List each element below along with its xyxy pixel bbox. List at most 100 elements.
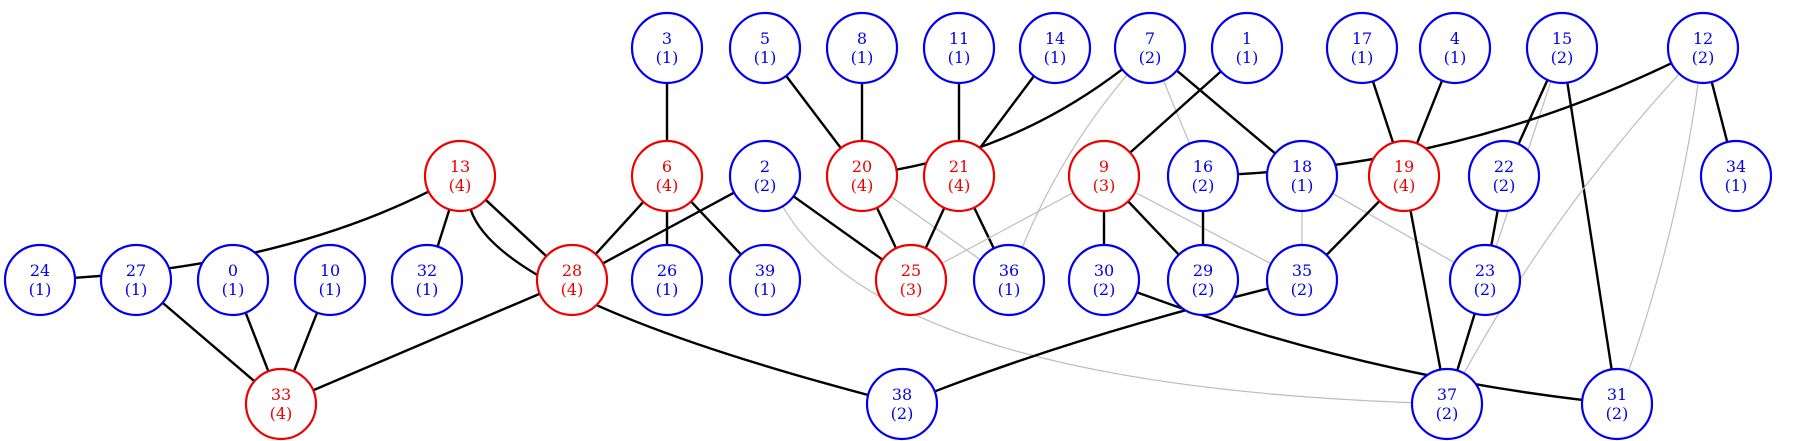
node-17-circle xyxy=(1325,11,1399,85)
node-12-weight-label: (2) xyxy=(1692,48,1715,67)
edge-2-37 xyxy=(782,205,1413,404)
node-20-circle xyxy=(825,139,899,213)
edge-21-25 xyxy=(924,207,946,249)
edge-22-23 xyxy=(1490,210,1499,246)
node-20: 20(4) xyxy=(825,139,899,213)
node-15-circle xyxy=(1525,11,1599,85)
node-32-circle xyxy=(390,243,464,317)
node-14-id-label: 14 xyxy=(1045,29,1065,48)
edge-20-25 xyxy=(875,207,898,249)
node-34: 34(1) xyxy=(1699,139,1773,213)
node-18-weight-label: (1) xyxy=(1291,176,1314,195)
node-24-weight-label: (1) xyxy=(29,280,52,299)
node-0-circle xyxy=(196,243,270,317)
edge-5-20 xyxy=(785,75,842,149)
node-7-weight-label: (2) xyxy=(1139,48,1162,67)
node-21-id-label: 21 xyxy=(949,157,969,176)
node-38-circle xyxy=(865,367,939,441)
node-26-circle xyxy=(630,243,704,317)
node-2-weight-label: (2) xyxy=(754,176,777,195)
node-9: 9(3) xyxy=(1067,139,1141,213)
node-3: 3(1) xyxy=(630,11,704,85)
node-0: 0(1) xyxy=(196,243,270,317)
edge-6-39 xyxy=(690,200,742,256)
node-28-id-label: 28 xyxy=(562,261,582,280)
node-39-circle xyxy=(728,243,802,317)
node-25-circle xyxy=(874,243,948,317)
node-36: 36(1) xyxy=(972,243,1046,317)
node-20-id-label: 20 xyxy=(852,157,872,176)
edge-6-28 xyxy=(594,201,645,255)
edge-14-21 xyxy=(979,75,1035,149)
node-13: 13(4) xyxy=(423,139,497,213)
node-31-weight-label: (2) xyxy=(1606,404,1629,423)
node-37-id-label: 37 xyxy=(1437,385,1457,404)
node-26-weight-label: (1) xyxy=(656,280,679,299)
node-1-circle xyxy=(1210,11,1284,85)
node-37: 37(2) xyxy=(1410,367,1484,441)
node-7: 7(2) xyxy=(1113,11,1187,85)
node-19-id-label: 19 xyxy=(1394,157,1414,176)
node-21-weight-label: (4) xyxy=(948,176,971,195)
node-30: 30(2) xyxy=(1067,243,1141,317)
node-2-id-label: 2 xyxy=(760,157,770,176)
node-8-id-label: 8 xyxy=(857,29,867,48)
node-19: 19(4) xyxy=(1367,139,1441,213)
node-35-weight-label: (2) xyxy=(1291,280,1314,299)
node-15-weight-label: (2) xyxy=(1551,48,1574,67)
node-17-id-label: 17 xyxy=(1352,29,1372,48)
node-28-circle xyxy=(535,243,609,317)
node-18: 18(1) xyxy=(1265,139,1339,213)
node-4: 4(1) xyxy=(1418,11,1492,85)
node-18-id-label: 18 xyxy=(1292,157,1312,176)
node-1-weight-label: (1) xyxy=(1236,48,1259,67)
node-37-circle xyxy=(1410,367,1484,441)
node-9-weight-label: (3) xyxy=(1093,176,1116,195)
node-11-id-label: 11 xyxy=(949,29,969,48)
node-10-weight-label: (1) xyxy=(319,280,342,299)
node-7-id-label: 7 xyxy=(1145,29,1155,48)
node-19-circle xyxy=(1367,139,1441,213)
node-6-circle xyxy=(630,139,704,213)
node-38-id-label: 38 xyxy=(892,385,912,404)
node-33-circle xyxy=(244,367,318,441)
node-22-weight-label: (2) xyxy=(1493,176,1516,195)
edge-9-25 xyxy=(941,192,1074,264)
node-38: 38(2) xyxy=(865,367,939,441)
node-1-id-label: 1 xyxy=(1242,29,1252,48)
node-10-id-label: 10 xyxy=(320,261,340,280)
edge-21-36 xyxy=(973,207,995,249)
node-26: 26(1) xyxy=(630,243,704,317)
node-23-circle xyxy=(1448,243,1522,317)
node-32-id-label: 32 xyxy=(417,261,437,280)
node-14-weight-label: (1) xyxy=(1044,48,1067,67)
node-8-circle xyxy=(825,11,899,85)
node-6-id-label: 6 xyxy=(662,157,672,176)
node-5-circle xyxy=(728,11,802,85)
node-16-circle xyxy=(1166,139,1240,213)
node-39-weight-label: (1) xyxy=(754,280,777,299)
node-35-id-label: 35 xyxy=(1292,261,1312,280)
node-15-id-label: 15 xyxy=(1552,29,1572,48)
node-18-circle xyxy=(1265,139,1339,213)
edge-13-32 xyxy=(436,208,451,248)
node-24-circle xyxy=(3,243,77,317)
edge-9-29 xyxy=(1127,200,1180,256)
node-4-circle xyxy=(1418,11,1492,85)
node-12-id-label: 12 xyxy=(1693,29,1713,48)
edge-19-35 xyxy=(1325,200,1381,256)
node-11: 11(1) xyxy=(922,11,996,85)
edge-28-33 xyxy=(312,292,541,392)
node-2: 2(2) xyxy=(728,139,802,213)
node-23-weight-label: (2) xyxy=(1474,280,1497,299)
node-22-circle xyxy=(1467,139,1541,213)
node-25-id-label: 25 xyxy=(901,261,921,280)
node-16-weight-label: (2) xyxy=(1192,176,1215,195)
node-16: 16(2) xyxy=(1166,139,1240,213)
edge-4-19 xyxy=(1415,80,1444,144)
node-36-id-label: 36 xyxy=(999,261,1019,280)
node-3-id-label: 3 xyxy=(662,29,672,48)
node-35: 35(2) xyxy=(1265,243,1339,317)
node-7-circle xyxy=(1113,11,1187,85)
node-22-id-label: 22 xyxy=(1494,157,1514,176)
